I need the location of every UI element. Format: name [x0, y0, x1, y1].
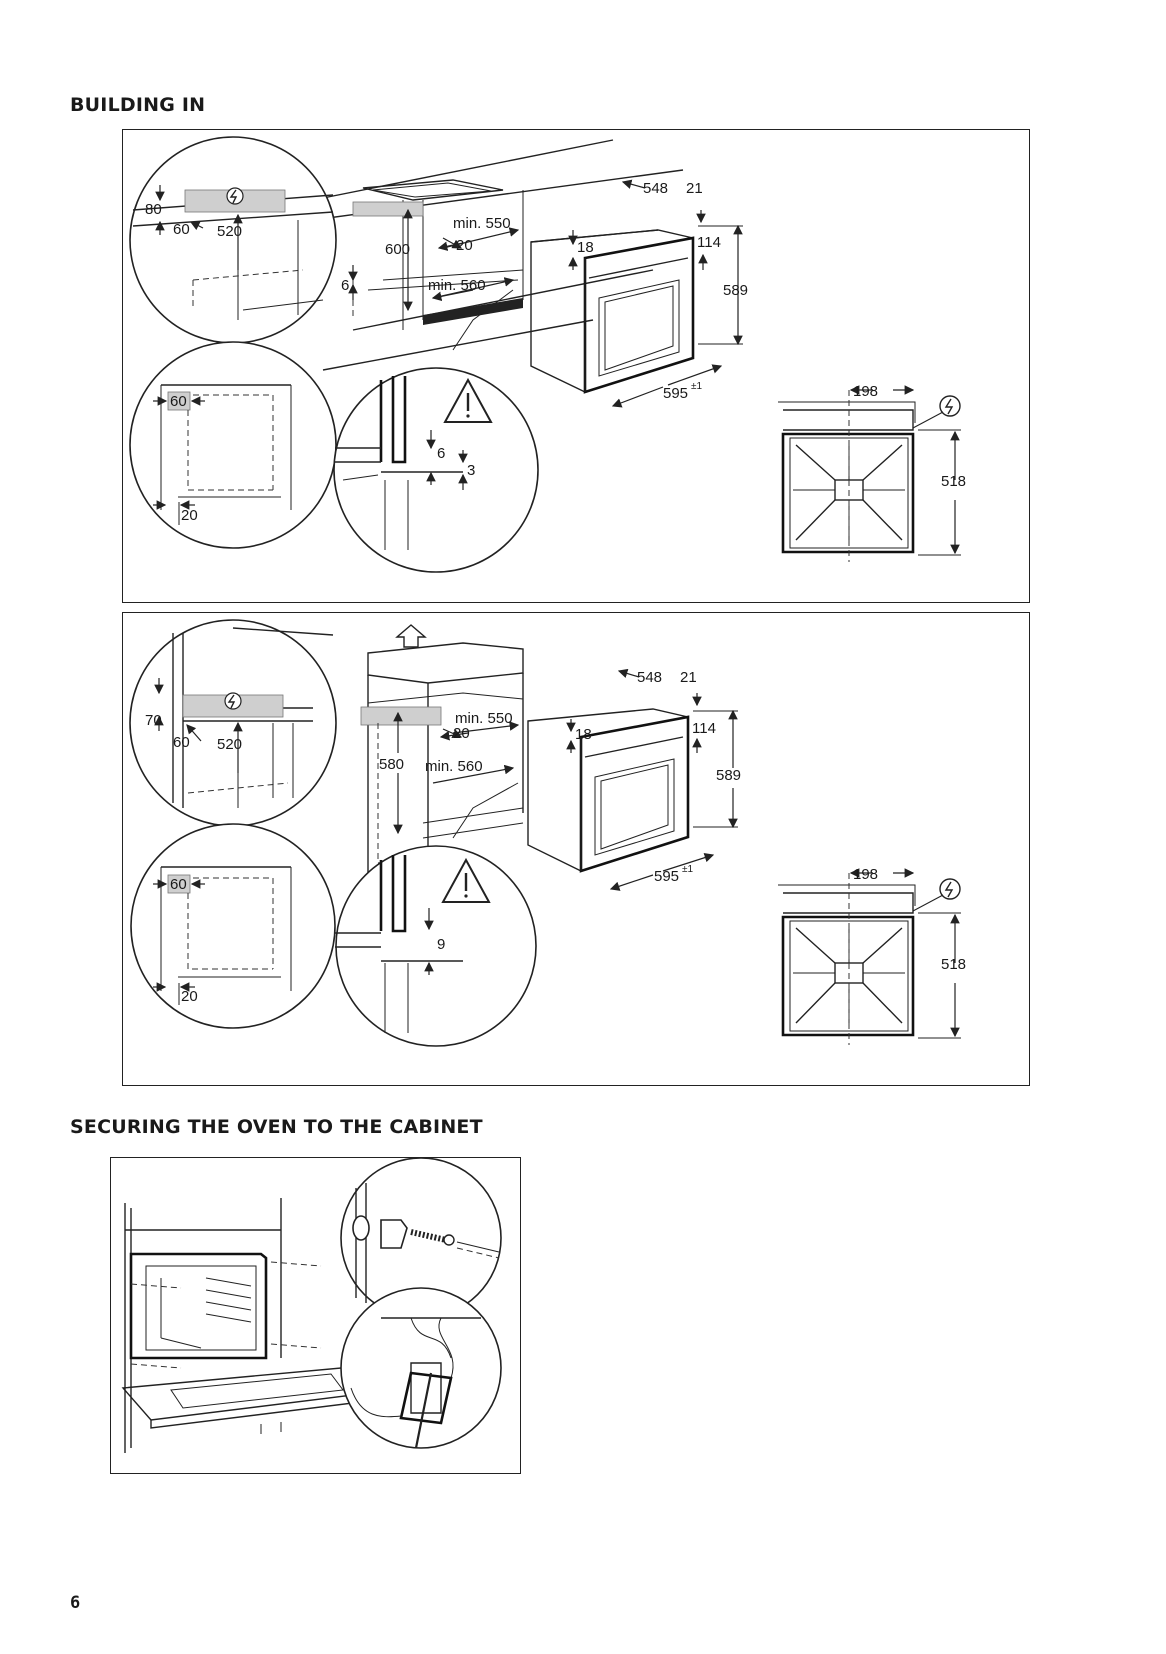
- dim-min-560: min. 560: [425, 758, 483, 775]
- up-arrow-icon: [395, 624, 427, 648]
- detail-circle-gap: 60 20: [129, 341, 337, 549]
- dim-589: 589: [723, 282, 748, 299]
- dim-589: 589: [716, 767, 741, 784]
- dim-9: 9: [437, 936, 445, 953]
- detail-circle-screw: [340, 1158, 502, 1319]
- cabinet-dimensions: 600 min. 550 20 min. 560 6: [341, 208, 520, 312]
- dim-20: 20: [456, 237, 473, 254]
- oven-front-view: 198 518: [778, 866, 966, 1045]
- dim-21: 21: [680, 669, 697, 686]
- oven-drawing: [527, 708, 690, 873]
- dim-18: 18: [577, 239, 594, 256]
- electric-hazard-icon-2: [939, 395, 961, 417]
- dim-518: 518: [941, 473, 966, 490]
- building-in-diagram-column-cabinet: 580 min. 550 20 min. 560 548 21 18 114 5…: [122, 612, 1030, 1086]
- dim-20-detail: 20: [181, 988, 198, 1005]
- cabinet-dimensions: 580 min. 550 20 min. 560: [379, 710, 520, 835]
- electric-hazard-icon-2: [939, 878, 961, 900]
- oven-open-door: [121, 1198, 363, 1453]
- dim-6-detail: 6: [437, 445, 445, 462]
- cabinet-perspective: [312, 139, 684, 371]
- dim-6: 6: [341, 277, 349, 294]
- dim-min-560: min. 560: [428, 277, 486, 294]
- dim-60: 60: [173, 221, 190, 238]
- dim-518: 518: [941, 956, 966, 973]
- dim-min-550: min. 550: [455, 710, 513, 727]
- dim-114: 114: [692, 720, 716, 737]
- dim-60-detail: 60: [170, 393, 187, 410]
- page-number: 6: [70, 1593, 81, 1613]
- electric-hazard-icon: [226, 187, 244, 205]
- dim-198: 198: [853, 383, 878, 400]
- dim-20: 20: [453, 725, 470, 742]
- dim-520: 520: [217, 223, 242, 240]
- dim-595: 595: [663, 385, 688, 402]
- dim-70: 70: [145, 712, 162, 729]
- building-in-diagram-under-hob: 600 min. 550 20 min. 560 6 548 21 18 114: [122, 129, 1030, 603]
- section-heading-building-in: BUILDING IN: [70, 94, 206, 116]
- dim-198: 198: [853, 866, 878, 883]
- oven-dimensions: 548 21 18 114 589 595 ±1: [568, 179, 748, 408]
- dim-595-tolerance: ±1: [691, 381, 702, 392]
- dim-18: 18: [575, 726, 592, 743]
- dim-114: 114: [697, 234, 721, 251]
- dim-520: 520: [217, 736, 242, 753]
- dim-580: 580: [379, 756, 404, 773]
- dim-20-detail: 20: [181, 507, 198, 524]
- dim-60-detail: 60: [170, 876, 187, 893]
- dim-80: 80: [145, 201, 162, 218]
- dim-600: 600: [385, 241, 410, 258]
- dim-21: 21: [686, 180, 703, 197]
- dim-595-tolerance: ±1: [682, 864, 693, 875]
- dim-548: 548: [637, 669, 662, 686]
- electric-hazard-icon: [224, 692, 242, 710]
- detail-circle-clearance: 9: [335, 782, 537, 1047]
- detail-circle-gap: 60 20: [130, 823, 336, 1029]
- section-heading-securing: SECURING THE OVEN TO THE CABINET: [70, 1116, 483, 1138]
- dim-548: 548: [643, 180, 668, 197]
- dim-min-550: min. 550: [453, 215, 511, 232]
- securing-oven-diagram: [110, 1157, 521, 1474]
- oven-dimensions: 548 21 18 114 589 595 ±1: [566, 668, 741, 891]
- detail-circle-clearance: 6 3: [333, 289, 539, 573]
- detail-circle-bracket: [340, 1287, 502, 1449]
- oven-front-view: 198 518: [778, 383, 966, 562]
- dim-60: 60: [173, 734, 190, 751]
- dim-595: 595: [654, 868, 679, 885]
- detail-circle-outlet: 70 60 520: [129, 619, 337, 827]
- oven-drawing: [530, 229, 695, 394]
- dim-3: 3: [467, 462, 475, 479]
- detail-circle-outlet: 80 60 520: [129, 136, 337, 344]
